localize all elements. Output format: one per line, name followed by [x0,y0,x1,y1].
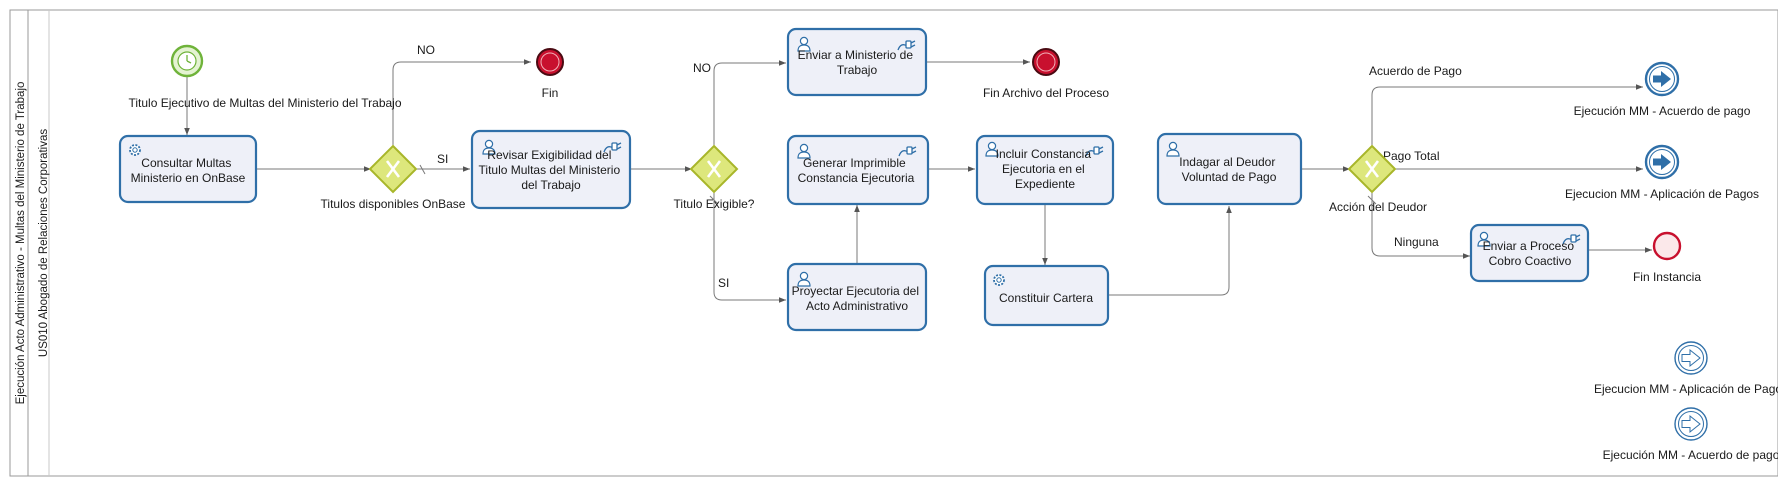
task-label-line: Indagar al Deudor [1179,155,1275,169]
task-enviar-a-ministerio[interactable]: Enviar a Ministerio de Trabajo [786,27,928,97]
task-label-line: del Trabajo [521,178,581,192]
task-generar-imprimible[interactable]: Generar Imprimible Constancia Ejecutoria [786,134,930,206]
task-label-line: Ejecutoria en el [1002,162,1085,176]
svg-text:Enviar a Ministerio de T: Enviar a Ministerio de Trabajo [798,48,917,77]
gateway-accion-del-deudor[interactable] [1347,144,1397,194]
gear-icon [993,274,1005,286]
message-event-label: Ejecucion MM - Aplicación de Pagos [1594,382,1778,396]
task-label-line: Trabajo [837,63,878,77]
task-label-line: Enviar a Ministerio de [798,48,914,62]
svg-text:Generar Imprimible Const: Generar Imprimible Constancia Ejecutoria [798,156,915,185]
sequence-flows [184,59,1652,303]
arrow-right-icon [1653,154,1671,170]
task-label-line: Revisar Exigibilidad del [487,148,611,162]
task-label-line: Enviar a Proceso [1483,239,1575,253]
message-event-label: Ejecucion MM - Aplicación de Pagos [1565,187,1759,201]
gateway-label: Titulo Exigible? [674,197,755,211]
arrow-right-icon [1681,414,1701,434]
end-event-fin-archivo[interactable] [1032,48,1060,76]
x-icon [706,160,722,178]
task-label-line: Expediente [1015,177,1075,191]
task-label-line: Generar Imprimible [803,156,906,170]
svg-text:Indagar al Deudor Volunt: Indagar al Deudor Voluntad de Pago [1179,155,1278,184]
end-event-fin[interactable] [536,48,564,76]
end-event-fin-instancia[interactable] [1652,231,1682,261]
svg-text:Proyectar Ejecutoria del: Proyectar Ejecutoria del Acto Administra… [792,284,923,313]
message-end-event-acuerdo[interactable] [1644,61,1680,97]
message-end-event-aplicacion[interactable] [1644,144,1680,180]
task-label-line: Constancia Ejecutoria [798,171,915,185]
task-indagar-al-deudor[interactable]: Indagar al Deudor Voluntad de Pago [1156,132,1303,206]
start-event-label: Titulo Ejecutivo de Multas del Ministeri… [128,96,401,110]
x-icon [1364,160,1380,178]
task-label-line: Consultar Multas [141,156,231,170]
flow-label-si: SI [437,152,448,166]
flow-constituir-indagar [1108,206,1232,296]
task-label-line: Acto Administrativo [806,299,908,313]
x-icon [385,160,401,178]
gateway-titulo-exigible[interactable] [689,144,739,194]
task-label-line: Ministerio en OnBase [131,171,246,185]
end-event-label: Fin [542,86,559,100]
task-label-line: Proyectar Ejecutoria del [792,284,919,298]
flow-g2-enviar-ministerio [713,60,786,146]
end-event-label: Fin Archivo del Proceso [983,86,1109,100]
flow-label-no: NO [417,43,435,57]
task-label-line: Titulo Multas del Ministerio [479,163,621,177]
flow-g2-proyectar [713,192,786,303]
task-label-line: Incluir Constancia [996,147,1092,161]
flow-g3-acuerdo [1371,84,1643,146]
flow-label-ninguna: Ninguna [1394,235,1439,249]
pool-label: Ejecución Acto Administrativo - Multas d… [15,82,27,405]
task-revisar-exigibilidad[interactable]: Revisar Exigibilidad del Titulo Multas d… [470,129,632,210]
arrow-right-icon [1653,71,1671,87]
arrow-right-icon [1681,348,1701,368]
svg-text:Constituir Cartera: Constituir Cartera [999,291,1093,305]
flow-labels: NO SI NO SI Acuerdo de Pago Pago Total N… [417,43,1462,290]
task-label-line: Constituir Cartera [999,291,1093,305]
message-event-label: Ejecución MM - Acuerdo de pago [1603,448,1778,462]
task-enviar-cobro-coactivo[interactable]: Enviar a Proceso Cobro Coactivo [1469,223,1590,283]
task-incluir-constancia[interactable]: Incluir Constancia Ejecutoria en el Expe… [975,134,1115,206]
message-catch-event-aplicacion[interactable] [1674,341,1708,375]
end-event-label: Fin Instancia [1633,270,1701,284]
task-label-line: Cobro Coactivo [1489,254,1572,268]
task-constituir-cartera[interactable]: Constituir Cartera [983,264,1110,327]
gear-icon [129,144,141,156]
gateway-titulos-disponibles[interactable] [368,144,418,194]
message-event-label: Ejecución MM - Acuerdo de pago [1574,104,1751,118]
svg-text:Consultar Multas Ministe: Consultar Multas Ministerio en OnBase [131,156,246,185]
timer-icon [186,55,192,64]
flow-label-no: NO [693,61,711,75]
flow-label-acuerdo-de-pago: Acuerdo de Pago [1369,64,1462,78]
flow-label-pago-total: Pago Total [1383,149,1440,163]
gateway-label: Acción del Deudor [1329,200,1427,214]
task-consultar-multas[interactable]: Consultar Multas Ministerio en OnBase [118,134,258,204]
gateway-label: Titulos disponibles OnBase [321,197,466,211]
start-event[interactable] [170,44,204,78]
svg-text:Revisar Exigibilidad del: Revisar Exigibilidad del Titulo Multas d… [479,148,624,192]
svg-text:Incluir Constancia Ejecu: Incluir Constancia Ejecutoria en el Expe… [996,147,1095,191]
task-proyectar-ejecutoria[interactable]: Proyectar Ejecutoria del Acto Administra… [786,262,928,332]
lane-label: US010 Abogado de Relaciones Corporativas [38,129,50,357]
flow-g3-ninguna [1371,192,1470,259]
flow-label-si: SI [718,276,729,290]
flow-g1-fin [392,59,531,146]
message-catch-event-acuerdo[interactable] [1674,407,1708,441]
svg-text:Enviar a Proceso Cobro C: Enviar a Proceso Cobro Coactivo [1483,239,1578,268]
task-label-line: Voluntad de Pago [1182,170,1277,184]
